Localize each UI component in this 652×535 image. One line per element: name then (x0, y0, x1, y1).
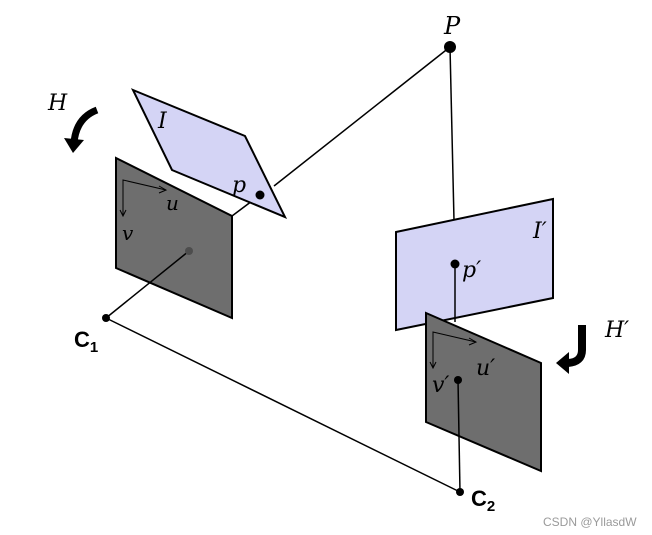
right-image-plane-label: I′ (532, 219, 547, 244)
ray-c1-to-p (105, 250, 190, 319)
ray-p-to-P (273, 46, 451, 187)
left-rectified-plane (115, 156, 233, 320)
camera-center-c1 (102, 314, 110, 322)
right-rectified-plane (425, 311, 542, 473)
baseline-c1-c2 (105, 317, 461, 493)
left-v-label: v (122, 221, 134, 245)
right-image-plane (395, 197, 554, 332)
left-homography-label: H (47, 91, 68, 116)
right-v-label: v′ (432, 373, 449, 398)
left-uv-axes (119, 179, 168, 218)
point-p (255, 190, 265, 200)
left-u-label: u (166, 191, 179, 215)
camera-center-c1-label: C1 (74, 327, 98, 356)
right-homography-arrow-icon (556, 325, 586, 374)
left-image-plane-label: I (157, 109, 168, 134)
camera-center-c2-label: C2 (471, 486, 495, 515)
right-uv-axes (429, 331, 478, 370)
watermark: CSDN @YllasdW (543, 515, 637, 529)
point-p-label: p (232, 173, 246, 198)
right-rectified-point (454, 376, 462, 384)
ray-c2-to-right-rectified (457, 379, 461, 493)
left-homography-arrow-icon (64, 106, 99, 153)
world-point-P (444, 41, 456, 53)
right-u-label: u′ (476, 356, 495, 381)
world-point-P-label: P (443, 12, 461, 40)
camera-center-c2 (456, 488, 464, 496)
point-p-prime-label: p′ (462, 258, 481, 283)
left-image-plane (130, 88, 288, 219)
left-rectified-center (185, 247, 193, 255)
right-homography-label: H′ (604, 318, 629, 343)
